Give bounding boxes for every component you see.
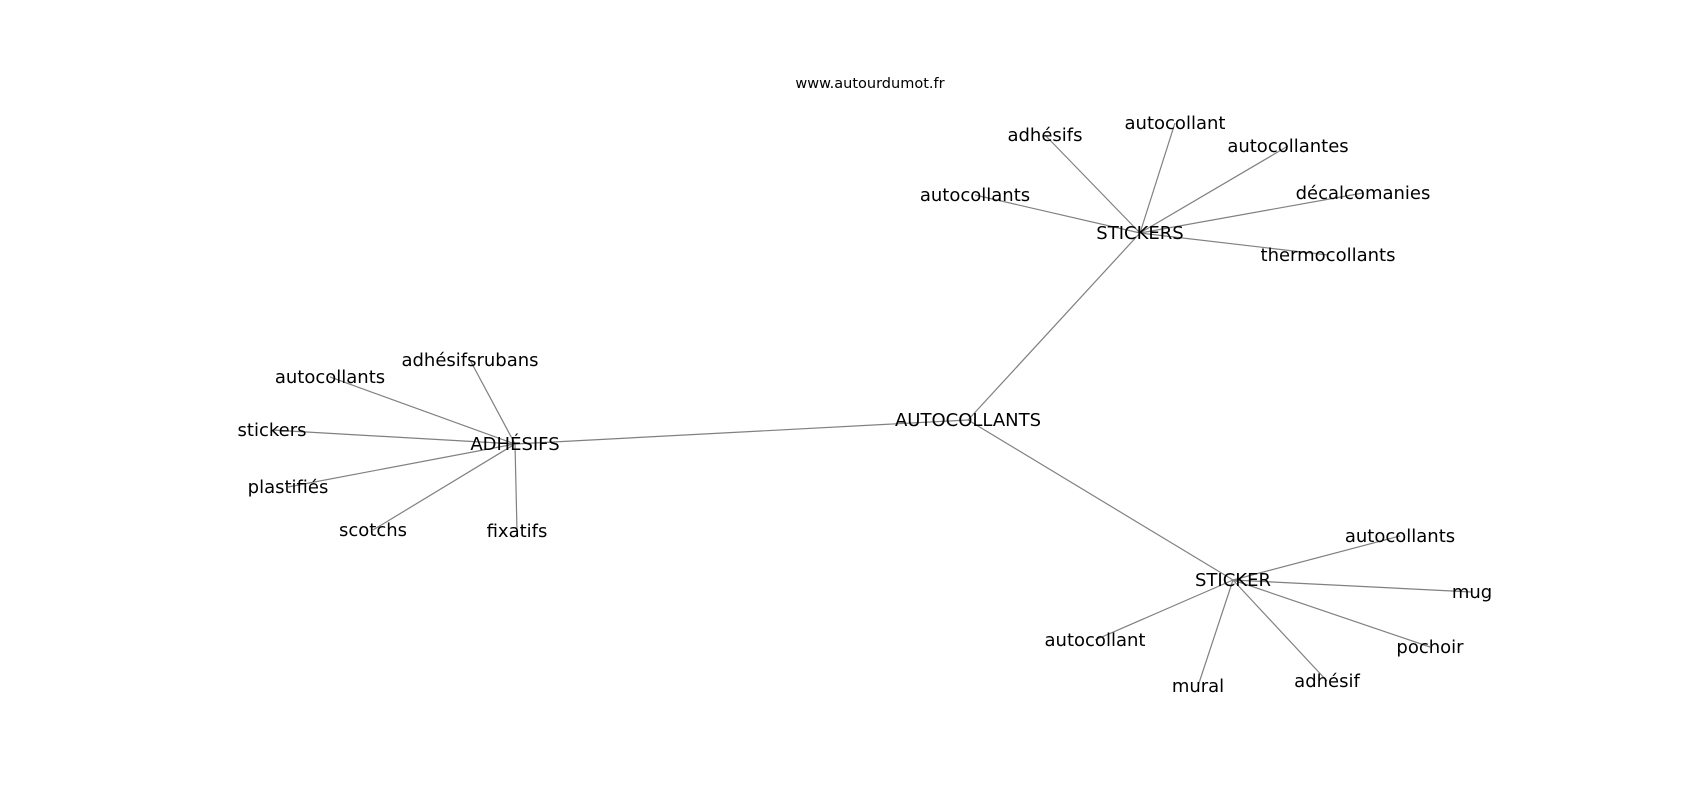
edge-stickers-leaf — [974, 194, 1141, 234]
edge-sticker-leaf — [1197, 579, 1234, 687]
leaf-node: autocollants — [275, 367, 385, 388]
nodes: AUTOCOLLANTSSTICKERSautocollantsadhésifs… — [238, 113, 1493, 697]
edge-center-adhesifs — [514, 419, 969, 445]
hub-node-stickers: STICKERS — [1096, 223, 1183, 244]
leaf-node: adhésifs — [1007, 125, 1082, 146]
edge-adhesifs-leaf — [271, 429, 516, 445]
leaf-node: fixatifs — [487, 521, 548, 542]
edge-center-sticker — [967, 419, 1234, 581]
hub-node-sticker: STICKER — [1195, 570, 1271, 591]
leaf-node: autocollant — [1125, 113, 1226, 134]
leaf-node: décalcomanies — [1296, 183, 1431, 204]
edge-stickers-leaf — [1139, 122, 1176, 234]
edge-adhesifs-leaf — [287, 443, 516, 488]
edge-adhesifs-leaf — [372, 443, 516, 531]
edge-adhesifs-leaf — [469, 359, 516, 445]
edge-stickers-leaf — [1139, 145, 1289, 234]
edge-stickers-leaf — [1044, 134, 1141, 234]
leaf-node: autocollant — [1045, 630, 1146, 651]
leaf-node: pochoir — [1396, 637, 1464, 658]
leaf-node: thermocollants — [1261, 245, 1396, 266]
edge-sticker-leaf — [1232, 535, 1401, 581]
edge-adhesifs-leaf — [329, 376, 516, 445]
edges — [271, 122, 1473, 687]
hub-node-adhesifs: ADHÉSIFS — [470, 433, 559, 455]
leaf-node: autocollants — [1345, 526, 1455, 547]
leaf-node: scotchs — [339, 520, 407, 541]
edge-center-stickers — [967, 232, 1141, 421]
leaf-node: mural — [1172, 676, 1224, 697]
center-node-label: AUTOCOLLANTS — [895, 410, 1041, 431]
edge-adhesifs-leaf — [514, 443, 518, 532]
edge-stickers-leaf — [1139, 232, 1329, 256]
leaf-node: stickers — [238, 420, 307, 441]
edge-sticker-leaf — [1232, 579, 1473, 593]
edge-sticker-leaf — [1232, 579, 1431, 648]
leaf-node: autocollants — [920, 185, 1030, 206]
site-watermark: www.autourdumot.fr — [795, 76, 944, 92]
edge-stickers-leaf — [1139, 192, 1364, 234]
leaf-node: adhésifsrubans — [401, 350, 538, 371]
leaf-node: autocollantes — [1227, 136, 1348, 157]
edge-sticker-leaf — [1232, 579, 1328, 682]
leaf-node: plastifiés — [248, 477, 329, 498]
leaf-node: mug — [1452, 582, 1492, 603]
leaf-node: adhésif — [1294, 671, 1360, 692]
edge-sticker-leaf — [1094, 579, 1234, 641]
